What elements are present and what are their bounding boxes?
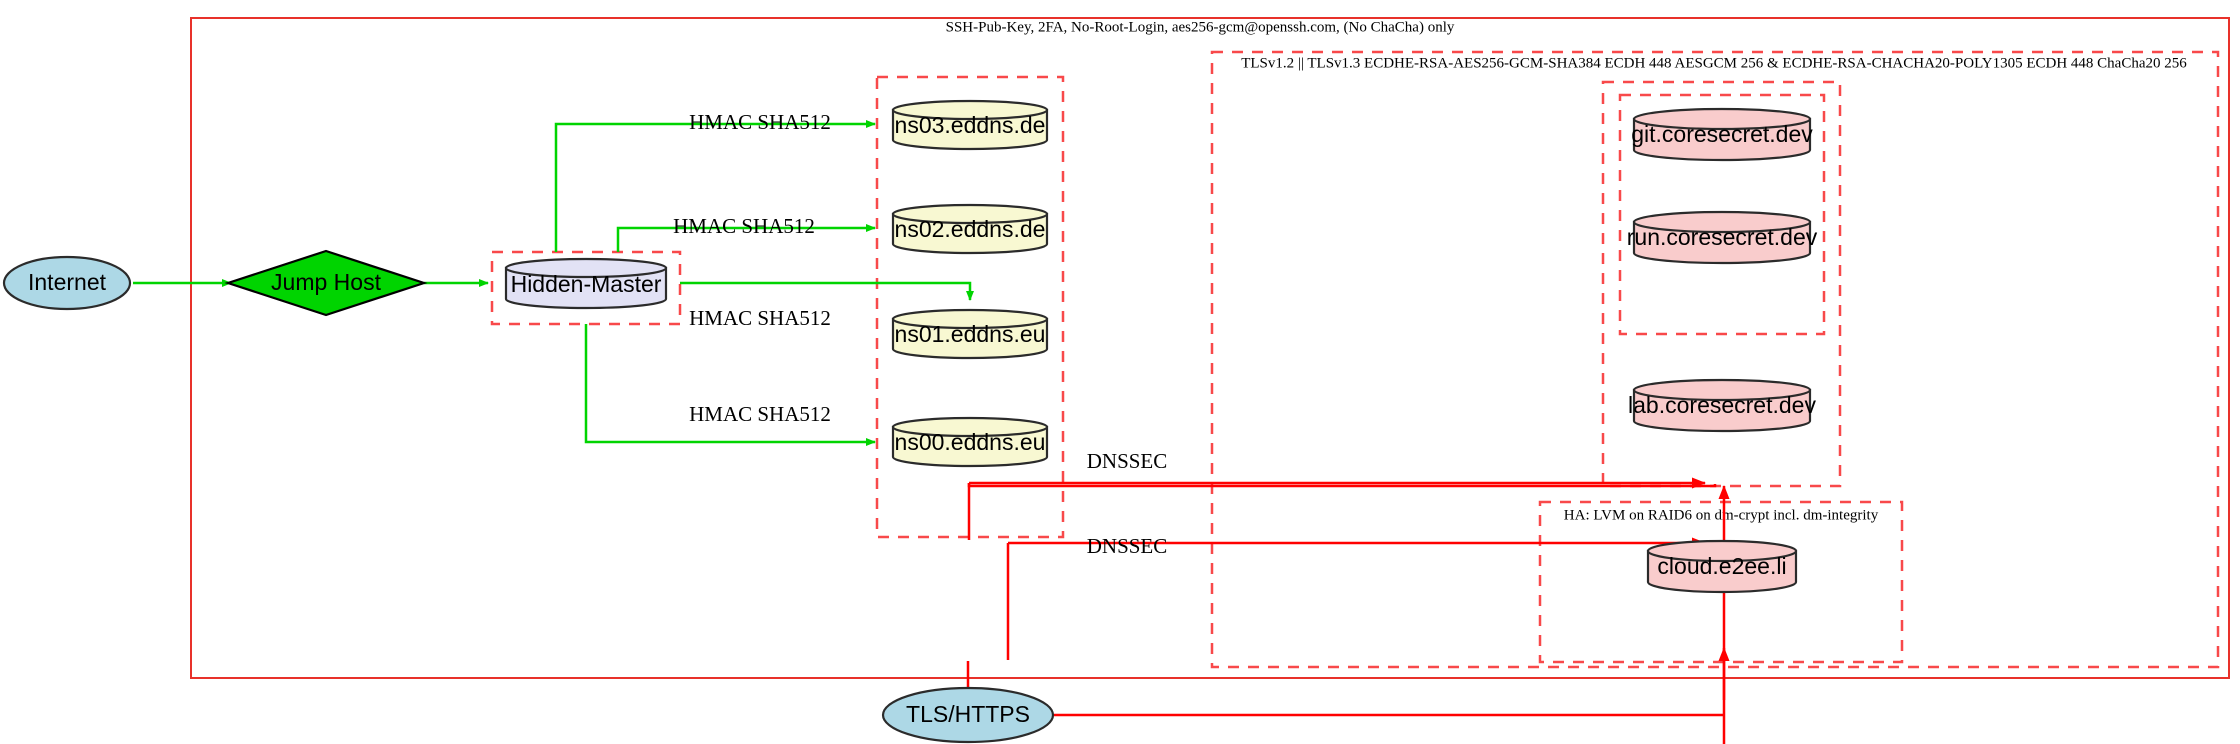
node-lab-coresecret[interactable]: lab.coresecret.dev — [1628, 378, 1816, 433]
node-ns01[interactable]: ns01.eddns.eu — [891, 308, 1049, 360]
git-coresecret-cylinder-body[interactable] — [1632, 117, 1812, 162]
hidden-master-label: Hidden-Master — [511, 271, 662, 297]
jump-host-label: Jump Host — [271, 269, 382, 295]
node-internet[interactable]: Internet — [2, 255, 132, 311]
coresecret-inner-cluster-box — [1618, 93, 1826, 336]
ns01-cylinder-body[interactable] — [891, 317, 1049, 360]
node-ns03[interactable]: ns03.eddns.de — [891, 99, 1049, 151]
ha-cluster-box — [1538, 500, 1904, 664]
edge-label-dnssec-0: DNSSEC — [1087, 449, 1168, 473]
node-ns00[interactable]: ns00.eddns.eu — [891, 416, 1049, 468]
node-tls-https[interactable]: TLS/HTTPS — [881, 686, 1055, 744]
internet-ellipse[interactable] — [2, 255, 132, 311]
edge-label-hmac-1: HMAC SHA512 — [673, 214, 815, 238]
jump-host-diamond[interactable] — [224, 249, 428, 317]
ns03-cylinder-top — [891, 99, 1049, 121]
ns03-cylinder-body[interactable] — [891, 108, 1049, 151]
ns02-label: ns02.eddns.de — [895, 216, 1046, 242]
edge-hiddenmaster-to-ns01 — [680, 281, 974, 301]
lab-coresecret-cylinder-top — [1632, 378, 1812, 402]
coresecret-middle-cluster-box — [1601, 80, 1842, 488]
tls-cluster-box — [1210, 50, 2220, 669]
tls-https-label: TLS/HTTPS — [906, 701, 1030, 727]
node-cloud-e2ee[interactable]: cloud.e2ee.li — [1646, 539, 1798, 594]
edge-label-hmac-3: HMAC SHA512 — [689, 402, 831, 426]
node-git-coresecret[interactable]: git.coresecret.dev — [1631, 107, 1813, 162]
ns00-cylinder-top — [891, 416, 1049, 438]
hidden-master-cluster-box — [490, 250, 682, 326]
tls-cluster-label: TLSv1.2 || TLSv1.3 ECDHE-RSA-AES256-GCM-… — [1241, 55, 2187, 71]
ns00-label: ns00.eddns.eu — [895, 429, 1046, 455]
edge-hiddenmaster-to-ns03 — [554, 120, 876, 252]
lab-coresecret-cylinder-body[interactable] — [1632, 388, 1812, 433]
git-coresecret-label: git.coresecret.dev — [1631, 121, 1813, 147]
hidden-master-cylinder-body[interactable] — [504, 266, 668, 310]
cloud-e2ee-label: cloud.e2ee.li — [1657, 553, 1786, 579]
ns01-cylinder-top — [891, 308, 1049, 330]
node-jump-host[interactable]: Jump Host — [224, 249, 428, 317]
run-coresecret-cylinder-top — [1632, 210, 1812, 234]
node-ns02[interactable]: ns02.eddns.de — [891, 203, 1049, 255]
node-run-coresecret[interactable]: run.coresecret.dev — [1627, 210, 1818, 265]
edge-hiddenmaster-to-ns00 — [584, 324, 876, 446]
hidden-master-cylinder-top — [504, 257, 668, 279]
ns02-cylinder-body[interactable] — [891, 212, 1049, 255]
ns00-cylinder-body[interactable] — [891, 425, 1049, 468]
edge-label-dnssec-1: DNSSEC — [1087, 534, 1168, 558]
ns02-cylinder-top — [891, 203, 1049, 225]
ns03-label: ns03.eddns.de — [895, 112, 1046, 138]
run-coresecret-label: run.coresecret.dev — [1627, 224, 1818, 250]
edge-hiddenmaster-to-ns02 — [616, 224, 876, 252]
dns-cluster-box — [875, 75, 1065, 539]
ssh-policy-label: SSH-Pub-Key, 2FA, No-Root-Login, aes256-… — [946, 19, 1455, 35]
git-coresecret-cylinder-top — [1632, 107, 1812, 131]
cloud-e2ee-cylinder-body[interactable] — [1646, 549, 1798, 594]
ha-cluster-label: HA: LVM on RAID6 on dm-crypt incl. dm-in… — [1564, 507, 1879, 523]
edge-label-hmac-0: HMAC SHA512 — [689, 110, 831, 134]
internet-label: Internet — [28, 269, 107, 295]
ssh-policy-boundary — [190, 17, 2230, 679]
cloud-e2ee-cylinder-top — [1646, 539, 1798, 563]
tls-https-ellipse[interactable] — [881, 686, 1055, 744]
node-hidden-master[interactable]: Hidden-Master — [504, 257, 668, 310]
edge-label-hmac-2: HMAC SHA512 — [689, 306, 831, 330]
ns01-label: ns01.eddns.eu — [895, 321, 1046, 347]
run-coresecret-cylinder-body[interactable] — [1632, 220, 1812, 265]
lab-coresecret-label: lab.coresecret.dev — [1628, 392, 1816, 418]
